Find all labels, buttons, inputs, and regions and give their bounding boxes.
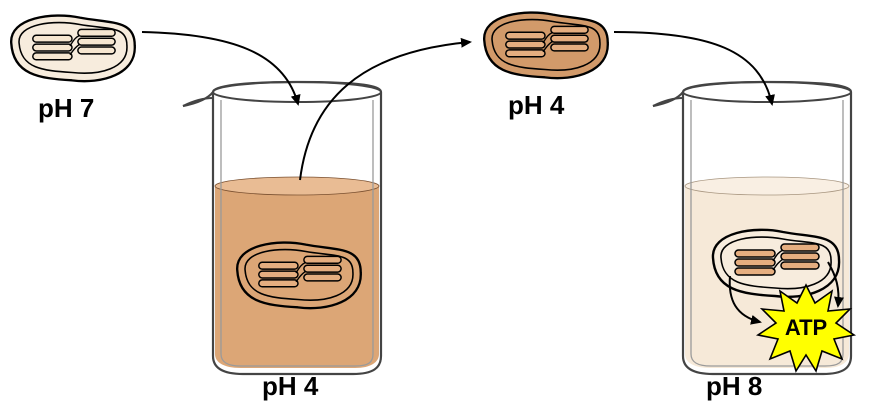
arrow-into-beaker-2 bbox=[613, 31, 775, 106]
label-ph-4-chloroplast: pH 4 bbox=[508, 90, 565, 120]
label-ph-7: pH 7 bbox=[38, 93, 95, 123]
beaker-1 bbox=[181, 80, 383, 376]
chloroplast-initial bbox=[9, 14, 136, 83]
arrow-out-of-beaker-1 bbox=[299, 37, 472, 181]
atp-label: ATP bbox=[785, 315, 827, 340]
chloroplast-icon bbox=[711, 228, 841, 299]
chloroplast-icon bbox=[9, 14, 136, 83]
chloroplast-in-beaker-1 bbox=[235, 241, 362, 310]
label-ph-8-beaker: pH 8 bbox=[706, 371, 763, 401]
label-ph-4-beaker: pH 4 bbox=[262, 371, 319, 401]
arrow-to-atp-left bbox=[728, 275, 762, 325]
arrow-into-beaker-1 bbox=[141, 31, 301, 106]
atp-burst: ATP bbox=[755, 283, 857, 373]
beaker-1-solution-surface bbox=[214, 176, 380, 196]
chloroplast-in-beaker-2 bbox=[711, 228, 841, 299]
chloroplast-icon bbox=[482, 11, 609, 80]
chloroplast-acidified bbox=[482, 11, 609, 80]
chloroplast-icon bbox=[235, 241, 362, 310]
arrow-to-atp-right bbox=[827, 261, 844, 308]
atp-burst-icon bbox=[755, 283, 857, 373]
beaker-2-solution-surface bbox=[684, 176, 850, 196]
